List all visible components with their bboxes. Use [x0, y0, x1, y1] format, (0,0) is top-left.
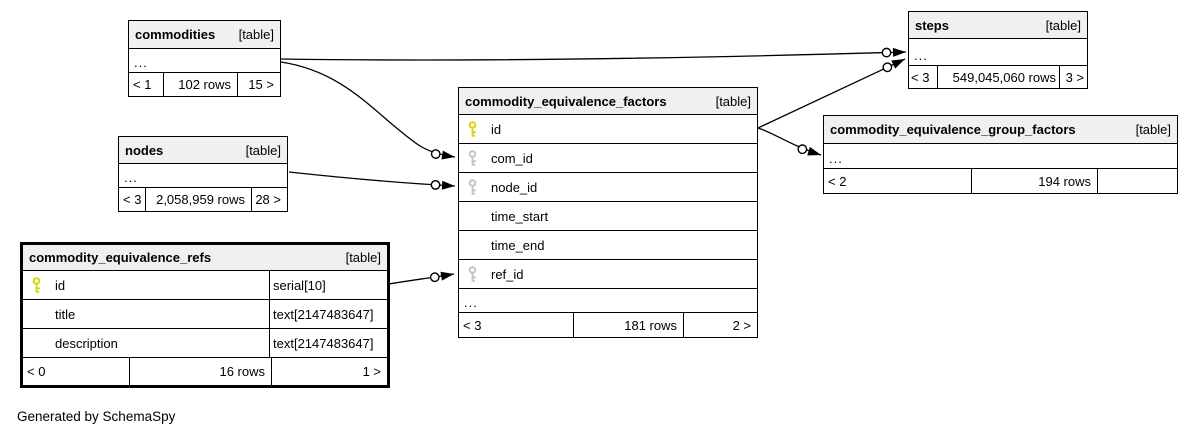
- child-count: 1 >: [362, 364, 381, 379]
- column-type: text[2147483647]: [269, 300, 387, 328]
- edge-factors-id-group-factors: [757, 127, 822, 156]
- row-count: 181 rows: [574, 313, 684, 337]
- edge-factors-id-steps: [757, 58, 906, 129]
- column-row-title[interactable]: title text[2147483647]: [23, 300, 387, 329]
- generator-note: Generated by SchemaSpy: [17, 409, 176, 424]
- column-row-id[interactable]: id serial[10]: [23, 271, 387, 300]
- ellipsis-row: ...: [119, 164, 287, 188]
- ellipsis-row: ...: [129, 49, 280, 73]
- table-type-tag: [table]: [238, 27, 274, 42]
- parent-count: < 2: [824, 169, 972, 193]
- table-header[interactable]: commodities [table]: [129, 21, 280, 49]
- column-row-ref-id[interactable]: ref_id: [459, 260, 757, 289]
- column-name: time_start: [491, 208, 549, 224]
- row-count: 194 rows: [972, 169, 1098, 193]
- column-row-node-id[interactable]: node_id: [459, 173, 757, 202]
- edge-commodities-factors-com-id: [280, 61, 456, 160]
- column-name: title: [55, 306, 76, 322]
- column-row-description[interactable]: description text[2147483647]: [23, 329, 387, 358]
- foreign-key-icon: [467, 265, 479, 283]
- column-name: node_id: [491, 179, 538, 195]
- primary-key-icon: [31, 276, 43, 294]
- column-row-time-end[interactable]: time_end: [459, 231, 757, 260]
- row-count: 102 rows: [164, 73, 238, 96]
- child-count: 2 >: [732, 317, 751, 333]
- ellipsis-row: ...: [909, 39, 1087, 66]
- primary-key-icon: [467, 120, 479, 138]
- table-header[interactable]: commodity_equivalence_refs [table]: [23, 245, 387, 271]
- table-type-tag: [table]: [345, 250, 381, 265]
- table-type-tag: [table]: [245, 142, 281, 158]
- child-count: 28 >: [255, 192, 281, 207]
- row-count: 2,058,959 rows: [146, 188, 252, 211]
- column-type: serial[10]: [269, 271, 387, 299]
- table-name: commodity_equivalence_factors: [465, 93, 667, 109]
- table-name: steps: [915, 17, 949, 33]
- edge-nodes-factors-node-id: [288, 171, 456, 190]
- parent-count: < 3: [119, 188, 146, 211]
- table-name: nodes: [125, 142, 164, 158]
- parent-count: < 0: [23, 358, 130, 385]
- table-type-tag: [table]: [1045, 17, 1081, 33]
- table-header[interactable]: commodity_equivalence_factors [table]: [459, 88, 757, 115]
- table-name: commodity_equivalence_refs: [29, 250, 212, 265]
- table-header[interactable]: nodes [table]: [119, 137, 287, 164]
- row-count: 549,045,060 rows: [938, 66, 1060, 88]
- table-commodity-equivalence-factors[interactable]: commodity_equivalence_factors [table] id…: [458, 87, 758, 338]
- column-name: time_end: [491, 237, 545, 253]
- column-name: description: [55, 335, 118, 351]
- table-header[interactable]: steps [table]: [909, 12, 1087, 39]
- table-type-tag: [table]: [1135, 122, 1171, 137]
- ellipsis-row: ...: [824, 144, 1177, 169]
- edge-commodities-steps: [280, 47, 907, 61]
- parent-count: < 3: [459, 313, 574, 337]
- parent-count: < 1: [129, 73, 164, 96]
- table-commodities[interactable]: commodities [table] ... < 1 102 rows 15 …: [128, 20, 281, 97]
- child-count: 15 >: [248, 77, 274, 92]
- table-type-tag: [table]: [715, 93, 751, 109]
- column-type: text[2147483647]: [269, 329, 387, 357]
- row-count: 16 rows: [130, 358, 272, 385]
- column-name: com_id: [491, 150, 533, 166]
- column-name: id: [55, 277, 66, 293]
- ellipsis-row: ...: [459, 289, 757, 313]
- table-commodity-equivalence-group-factors[interactable]: commodity_equivalence_group_factors [tab…: [823, 115, 1178, 194]
- foreign-key-icon: [467, 149, 479, 167]
- child-count: [1098, 169, 1177, 193]
- table-steps[interactable]: steps [table] ... < 3 549,045,060 rows 3…: [908, 11, 1088, 89]
- column-row-id[interactable]: id: [459, 115, 757, 144]
- table-name: commodity_equivalence_group_factors: [830, 122, 1076, 137]
- table-header[interactable]: commodity_equivalence_group_factors [tab…: [824, 116, 1177, 144]
- table-commodity-equivalence-refs[interactable]: commodity_equivalence_refs [table] id se…: [20, 242, 390, 388]
- column-row-com-id[interactable]: com_id: [459, 144, 757, 173]
- parent-count: < 3: [909, 66, 938, 88]
- child-count: 3 >: [1065, 69, 1084, 85]
- column-name: ref_id: [491, 266, 524, 282]
- foreign-key-icon: [467, 178, 479, 196]
- table-name: commodities: [135, 27, 216, 42]
- column-row-time-start[interactable]: time_start: [459, 202, 757, 231]
- edge-refs-factors-ref-id: [388, 271, 455, 285]
- table-nodes[interactable]: nodes [table] ... < 3 2,058,959 rows 28 …: [118, 136, 288, 212]
- column-name: id: [491, 121, 502, 137]
